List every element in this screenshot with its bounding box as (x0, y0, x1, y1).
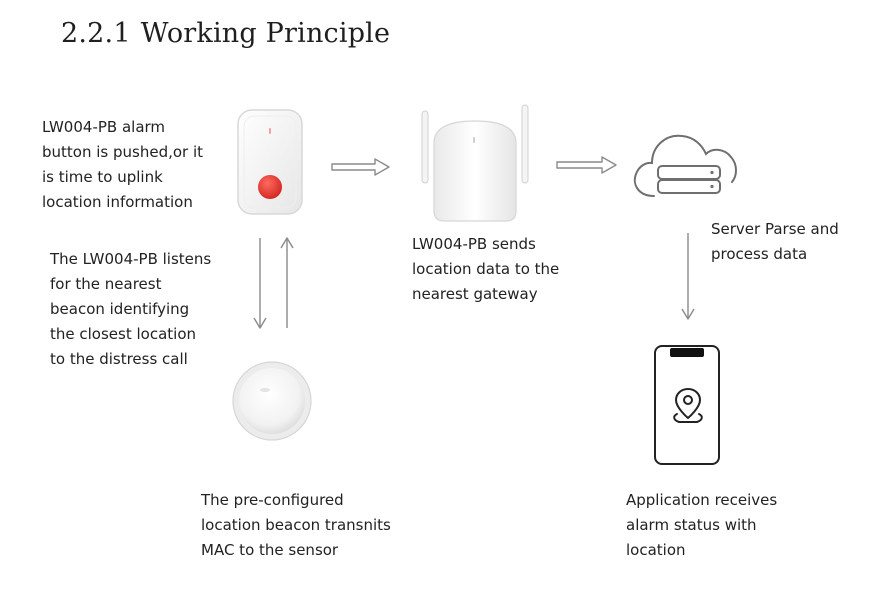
label-line: beacon identifying (50, 300, 190, 318)
label-line: Server Parse and (711, 220, 839, 238)
beacon-icon (232, 361, 312, 441)
label-line: LW004-PB alarm (42, 118, 166, 136)
arrow-down-icon (681, 233, 695, 320)
arrow-down-icon (253, 238, 267, 329)
label-line: location data to the (412, 260, 560, 278)
label-application: Application receives alarm status with l… (626, 488, 777, 563)
gateway-icon (421, 104, 529, 222)
label-line: to the distress call (50, 350, 188, 368)
arrow-right-icon (331, 158, 390, 176)
phone-location-icon (654, 345, 720, 465)
label-beacon: The pre-configured location beacon trans… (201, 488, 391, 563)
label-listens: The LW004-PB listens for the nearest bea… (50, 247, 211, 372)
label-server: Server Parse and process data (711, 217, 839, 267)
label-line: process data (711, 245, 808, 263)
label-line: LW004-PB sends (412, 235, 536, 253)
alarm-button-device-icon (237, 109, 303, 215)
cloud-server-icon (633, 134, 737, 197)
label-line: nearest gateway (412, 285, 538, 303)
label-alarm-button: LW004-PB alarm button is pushed,or it is… (42, 115, 203, 215)
arrow-right-icon (556, 156, 617, 174)
label-line: The LW004-PB listens (50, 250, 212, 268)
label-line: button is pushed,or it (42, 143, 204, 161)
section-title: Working Principle (140, 18, 391, 49)
section-heading: 2.2.1 Working Principle (61, 18, 390, 49)
label-line: location information (42, 193, 193, 211)
label-line: location (626, 541, 686, 559)
label-line: the closest location (50, 325, 197, 343)
label-line: alarm status with (626, 516, 757, 534)
arrow-up-icon (280, 237, 294, 328)
label-line: The pre-configured (201, 491, 344, 509)
section-number: 2.2.1 (61, 18, 131, 49)
label-line: Application receives (626, 491, 778, 509)
label-line: location beacon transnits (201, 516, 391, 534)
label-gateway: LW004-PB sends location data to the near… (412, 232, 559, 307)
label-line: MAC to the sensor (201, 541, 339, 559)
label-line: is time to uplink (42, 168, 163, 186)
label-line: for the nearest (50, 275, 162, 293)
